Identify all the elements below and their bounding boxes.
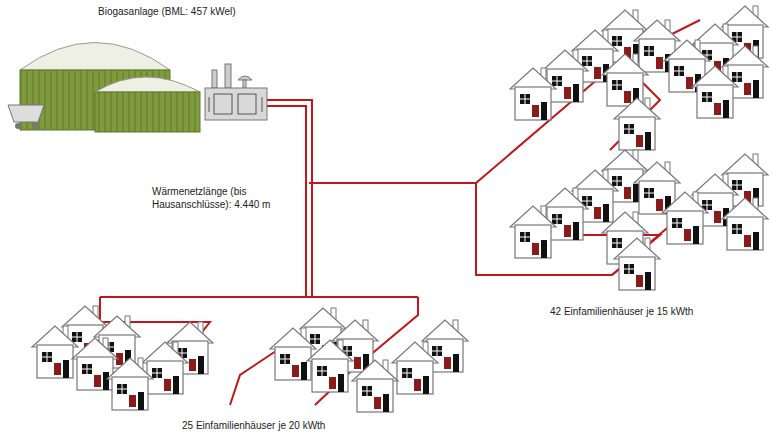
biogas-plant <box>8 43 267 133</box>
house-group-left <box>32 306 213 410</box>
heat-network <box>62 20 740 405</box>
house-group-upper-right <box>510 6 768 150</box>
house-group-middle <box>270 308 468 412</box>
house-group-lower-right <box>510 150 768 290</box>
plant-label: Biogasanlage (BML: 457 kWel) <box>96 6 238 19</box>
houses-right-label: 42 Einfamilienhäuser je 15 kWth <box>548 306 695 319</box>
network-length-label: Wärmenetzlänge (bis Hausanschlüsse): 4.4… <box>150 186 284 211</box>
houses-left-label: 25 Einfamilienhäuser je 20 kWth <box>180 420 327 433</box>
